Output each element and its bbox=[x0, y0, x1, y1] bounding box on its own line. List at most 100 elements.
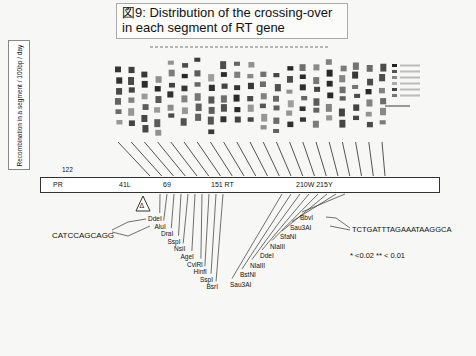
data-bar bbox=[300, 84, 306, 90]
data-bar bbox=[247, 74, 253, 78]
data-bar bbox=[168, 105, 174, 111]
data-bar bbox=[194, 58, 200, 62]
restriction-site: BbvI bbox=[300, 214, 313, 221]
data-bar bbox=[379, 88, 385, 93]
data-bar bbox=[221, 95, 227, 102]
leader-line bbox=[183, 194, 188, 243]
data-bar bbox=[195, 114, 201, 121]
data-bar bbox=[115, 98, 121, 105]
data-bar bbox=[234, 72, 240, 78]
data-bar bbox=[155, 96, 161, 103]
data-bar bbox=[116, 120, 122, 124]
axis-label-box: Recombination in a segment / 100bp / day bbox=[8, 40, 30, 170]
data-bar bbox=[128, 97, 134, 102]
drawing bbox=[150, 47, 330, 48]
leader-line bbox=[276, 142, 291, 176]
data-bar bbox=[287, 122, 293, 127]
data-bar bbox=[340, 96, 346, 100]
data-bar bbox=[326, 115, 332, 120]
data-bar bbox=[353, 116, 359, 120]
restriction-site: NsiI bbox=[174, 245, 185, 252]
data-bar bbox=[273, 129, 279, 133]
legend-mark bbox=[392, 94, 397, 97]
data-bar bbox=[314, 87, 320, 92]
data-bar bbox=[380, 64, 386, 72]
data-bar bbox=[221, 72, 227, 77]
data-bar bbox=[366, 89, 372, 94]
data-bar bbox=[208, 129, 214, 134]
leader-line bbox=[144, 142, 173, 176]
data-bar bbox=[367, 65, 373, 72]
leader-line bbox=[159, 194, 160, 213]
legend-mark bbox=[400, 65, 420, 67]
data-bar bbox=[327, 70, 333, 77]
gene-region-label: 69 bbox=[163, 181, 171, 189]
bracket bbox=[326, 217, 350, 230]
restriction-site: BsrI bbox=[207, 283, 219, 290]
data-bar bbox=[195, 82, 201, 86]
data-bar bbox=[260, 81, 266, 87]
data-bar bbox=[248, 83, 254, 89]
data-bar bbox=[326, 104, 332, 112]
data-bar bbox=[261, 93, 267, 99]
leader-line bbox=[316, 142, 326, 176]
data-bar bbox=[142, 94, 148, 100]
leader-line bbox=[382, 142, 385, 176]
data-bar bbox=[248, 105, 254, 112]
data-bar bbox=[353, 104, 359, 110]
data-bar bbox=[300, 64, 306, 71]
restriction-site: DdeI bbox=[260, 252, 274, 259]
data-bar bbox=[234, 85, 240, 90]
data-bar bbox=[194, 70, 200, 76]
data-bar bbox=[115, 109, 121, 114]
axis-label: Recombination in a segment / 100bp / day bbox=[16, 45, 23, 167]
leader-line bbox=[192, 194, 195, 251]
data-bar bbox=[182, 74, 188, 78]
gene-region-label: 151 RT bbox=[211, 181, 234, 189]
data-bar bbox=[288, 100, 294, 107]
restriction-site: CviRI bbox=[187, 261, 203, 268]
data-bar bbox=[222, 84, 228, 89]
data-bar bbox=[115, 67, 121, 73]
data-bar bbox=[339, 109, 345, 117]
data-bar bbox=[326, 59, 332, 65]
data-bar bbox=[128, 108, 134, 116]
leader-line bbox=[118, 142, 150, 176]
data-bar bbox=[261, 125, 267, 129]
data-bar bbox=[154, 107, 160, 112]
data-bar bbox=[273, 73, 279, 77]
legend-mark bbox=[400, 83, 420, 85]
data-bar bbox=[274, 105, 280, 110]
data-bar bbox=[301, 96, 307, 100]
data-bar bbox=[167, 91, 173, 97]
data-bar bbox=[261, 114, 267, 122]
leader-line bbox=[171, 194, 174, 228]
leader-line bbox=[210, 142, 232, 176]
leader-line bbox=[356, 142, 362, 176]
data-bar bbox=[181, 118, 187, 126]
leader-line bbox=[205, 194, 209, 266]
restriction-site: SspI bbox=[168, 238, 181, 245]
data-bar bbox=[275, 84, 281, 91]
data-bar bbox=[155, 130, 161, 136]
data-bar bbox=[195, 93, 201, 101]
restriction-site: DdeI bbox=[148, 215, 162, 222]
legend-mark bbox=[400, 77, 420, 79]
data-bar bbox=[313, 77, 319, 84]
data-bar bbox=[327, 93, 333, 99]
data-bar bbox=[352, 85, 358, 89]
legend-mark bbox=[392, 88, 397, 91]
data-bar bbox=[129, 67, 135, 73]
legend-mark bbox=[392, 64, 397, 67]
data-bar bbox=[313, 108, 319, 113]
leader-line bbox=[171, 142, 197, 176]
legend-mark bbox=[392, 70, 397, 73]
leader-line bbox=[329, 142, 338, 176]
data-bar bbox=[366, 112, 372, 117]
data-bar bbox=[380, 108, 386, 115]
data-bar bbox=[208, 117, 214, 125]
leader-line bbox=[179, 194, 181, 236]
data-bar bbox=[169, 70, 175, 77]
data-bar bbox=[234, 107, 240, 112]
restriction-site: AgeI bbox=[181, 253, 194, 260]
